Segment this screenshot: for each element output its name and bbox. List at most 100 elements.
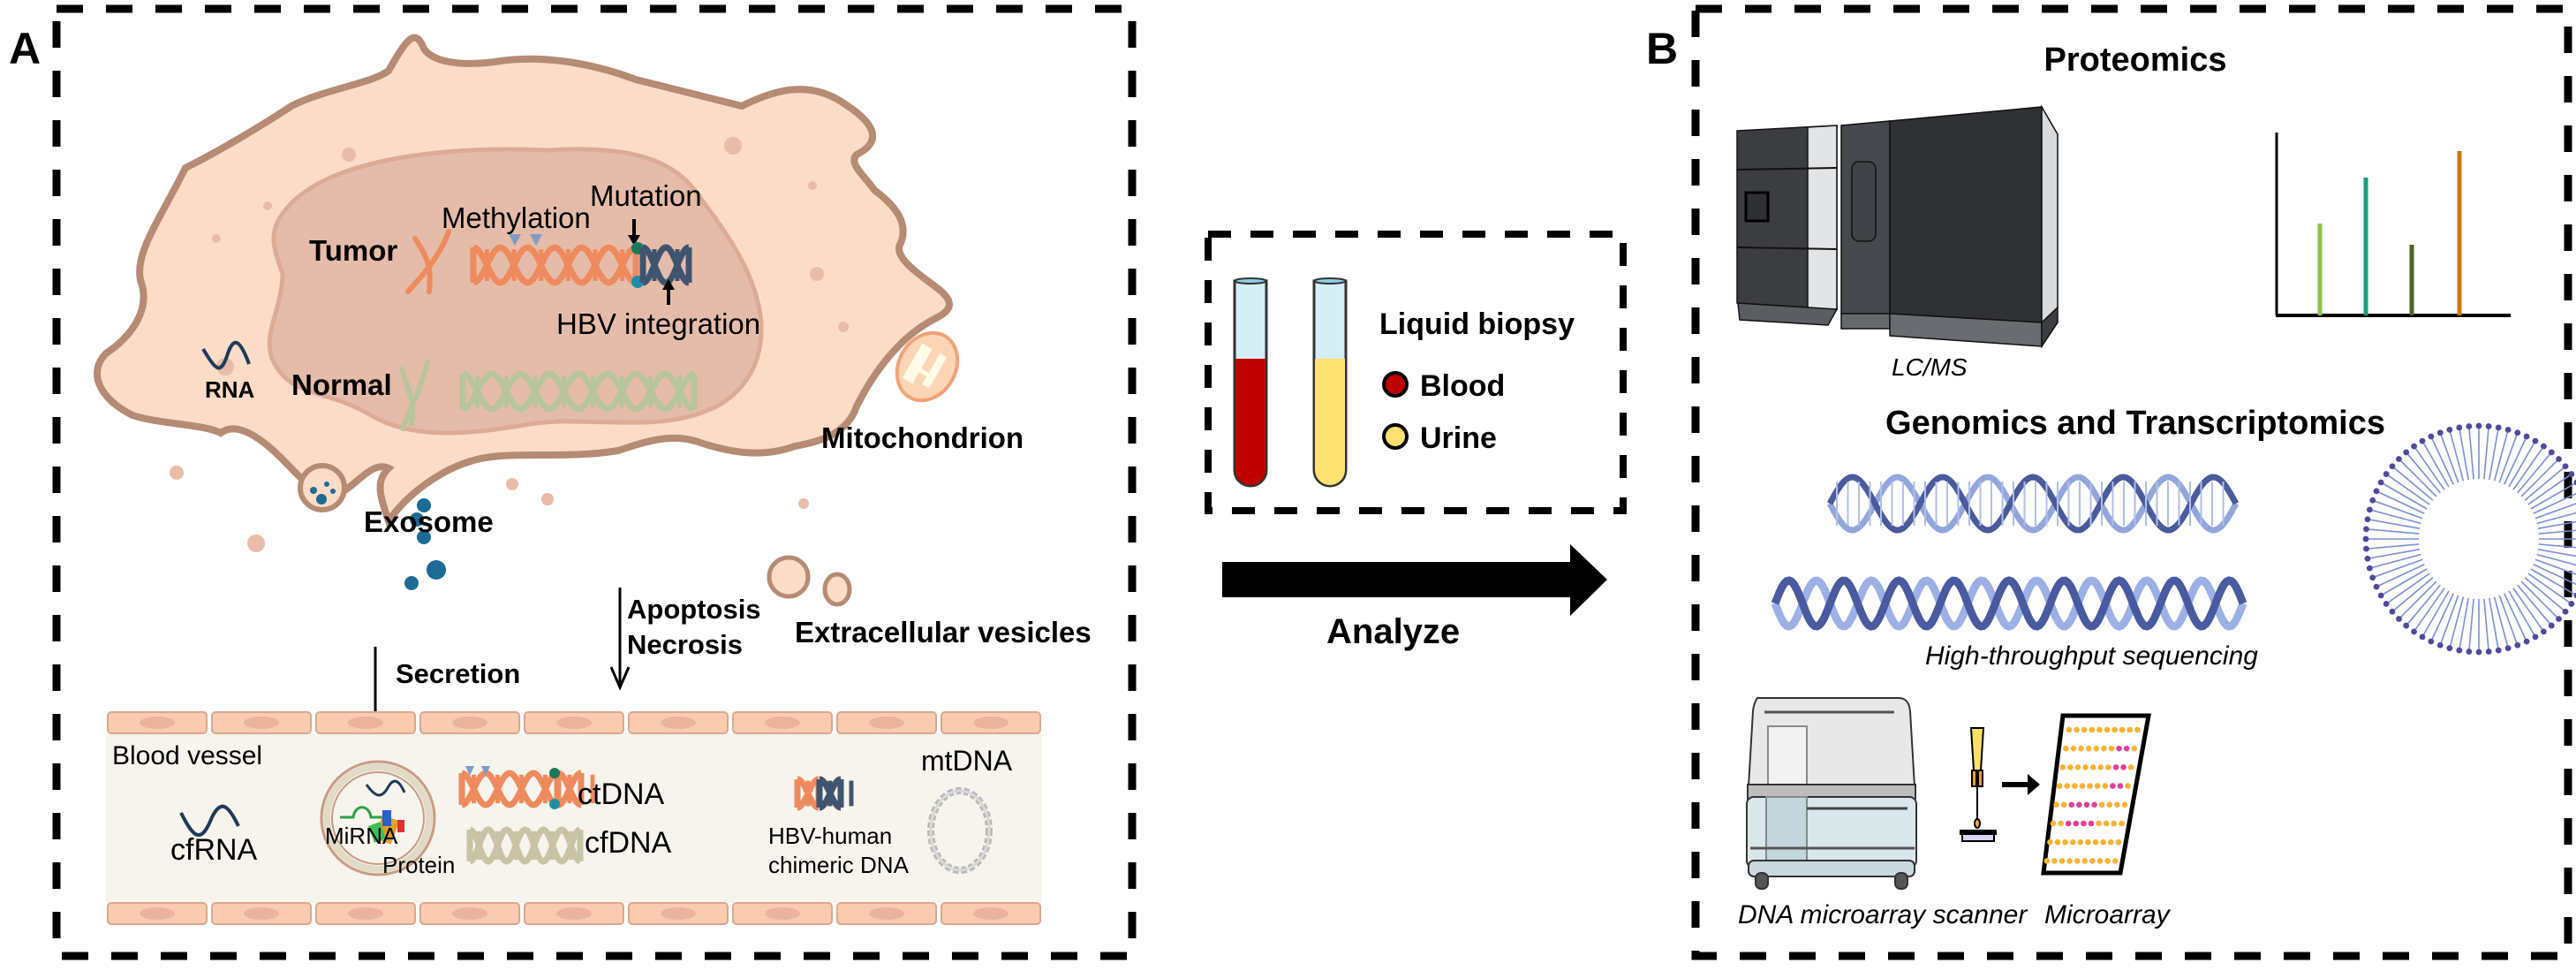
microarray-spot	[2101, 745, 2107, 752]
microarray-spot	[2125, 783, 2131, 789]
endothelial-nucleus	[348, 717, 383, 729]
helix-strand	[1771, 576, 2247, 631]
microarray-spot	[2079, 783, 2086, 789]
sequencing-bead	[2363, 526, 2369, 533]
microarray-spot	[2119, 820, 2125, 827]
microarray-spot	[2114, 801, 2120, 808]
sequencing-bead	[2562, 608, 2569, 615]
sequencing-read	[2458, 597, 2469, 651]
liquid-biopsy-frame	[1205, 231, 1627, 514]
panel-b: B Proteomics LC/MS Genomics and Transcri…	[1646, 4, 2576, 960]
microarray-spot	[2067, 764, 2074, 770]
sequencing-bead	[2568, 601, 2575, 607]
microarray-spot	[2088, 820, 2095, 827]
ctdna-label: ctDNA	[578, 778, 665, 811]
mitochondrion-icon	[895, 330, 960, 403]
mtdna-ring-icon	[927, 787, 993, 874]
hbv-integration-arrow-icon	[662, 279, 675, 305]
urine-legend-icon	[1382, 423, 1409, 450]
microarray-spot	[2066, 726, 2073, 733]
normal-chromosome-icon	[399, 360, 430, 431]
sequencing-read	[2520, 580, 2560, 620]
endothelial-nucleus	[765, 717, 800, 729]
spotting-pipette-icon	[1960, 727, 1997, 842]
sequencing-bead	[2548, 622, 2555, 629]
lcms-label: LC/MS	[1892, 353, 1968, 381]
microarray-spot	[2111, 858, 2119, 864]
endothelial-nucleus	[869, 907, 904, 920]
microarray-spot	[2123, 745, 2130, 752]
sequencing-read	[2430, 436, 2454, 485]
methylation-label: Methylation	[442, 201, 591, 234]
microarray-scanner-icon	[1746, 697, 1917, 890]
microarray-spot	[2085, 838, 2091, 846]
endothelium-top	[107, 711, 1041, 734]
microarray-spot	[2120, 764, 2127, 770]
sequencing-bead	[2403, 449, 2410, 456]
sequencing-bead	[2403, 622, 2410, 629]
tumor-dna-icon	[470, 244, 639, 286]
panel-a-frame	[52, 4, 1137, 960]
microarray-spot	[2054, 838, 2061, 846]
sequencing-bead	[2436, 641, 2444, 649]
sequencing-bead	[2466, 649, 2473, 655]
lcms-instrument-icon	[1736, 104, 2059, 349]
microarray-spot	[2073, 820, 2080, 827]
microarray-spot	[2089, 726, 2096, 733]
sequencing-read	[2376, 564, 2425, 588]
dna-strand	[461, 770, 558, 808]
apoptosis-label: Apoptosis	[627, 594, 761, 625]
sequencing-bead	[2383, 471, 2390, 477]
microarray-spot	[2081, 858, 2089, 864]
sequencing-read	[2537, 549, 2576, 558]
sequencing-bead	[2556, 616, 2562, 622]
panel-b-label: B	[1646, 24, 1678, 73]
microarray-spot	[2111, 726, 2118, 733]
exosome-particles-icon	[310, 482, 446, 590]
mirna-label: MiRNA	[325, 823, 398, 849]
ctdna-mutation-icon	[549, 768, 560, 778]
sequencing-read	[2498, 595, 2519, 646]
sequencing-read	[2530, 568, 2576, 596]
endothelial-nucleus	[140, 717, 175, 729]
mitochondrion-label: Mitochondrion	[821, 421, 1024, 454]
sequencing-read	[2406, 451, 2441, 494]
dna-strand	[461, 370, 696, 413]
sequencing-bead	[2446, 645, 2453, 652]
microarray-spot	[2047, 838, 2053, 846]
sequencing-bead	[2369, 574, 2376, 581]
sequencing-bead	[2428, 433, 2435, 440]
microarray-spot	[2093, 745, 2100, 752]
endothelial-nucleus	[765, 907, 800, 920]
microarray-spot	[2103, 820, 2110, 827]
sequencing-read	[2524, 577, 2566, 612]
microarray-spot	[2096, 858, 2104, 864]
sequencing-bead	[2495, 647, 2502, 654]
microarray-spot	[2121, 801, 2128, 808]
endothelial-nucleus	[452, 907, 487, 920]
microarray-spot	[2083, 801, 2090, 808]
sequencing-bead	[2366, 506, 2373, 513]
microarray-spot	[2110, 783, 2116, 789]
multivesicular-body-icon	[298, 463, 347, 512]
dna-strand	[461, 370, 696, 413]
microarray-spot	[2100, 838, 2106, 846]
sequencing-read	[2508, 440, 2536, 488]
sequencing-bead	[2568, 471, 2575, 477]
endothelial-nucleus	[661, 907, 696, 920]
sequencing-read	[2498, 432, 2519, 483]
microarray-spot	[2050, 820, 2057, 827]
microarray-spot	[2098, 801, 2105, 808]
sequencing-bead	[2548, 449, 2555, 456]
sequencing-bead	[2504, 645, 2512, 652]
mirna-strand-icon	[365, 779, 406, 797]
sequencing-read	[2517, 451, 2552, 494]
microarray-spot	[2068, 801, 2075, 808]
spotting-arrow-icon	[2002, 774, 2040, 795]
sequencing-bead	[2364, 516, 2371, 523]
sequencing-bead	[2573, 592, 2576, 599]
endothelial-nucleus	[556, 907, 592, 920]
microarray-spot	[2078, 745, 2084, 752]
microarray-spot	[2058, 820, 2064, 827]
sequencing-bead	[2504, 426, 2512, 433]
